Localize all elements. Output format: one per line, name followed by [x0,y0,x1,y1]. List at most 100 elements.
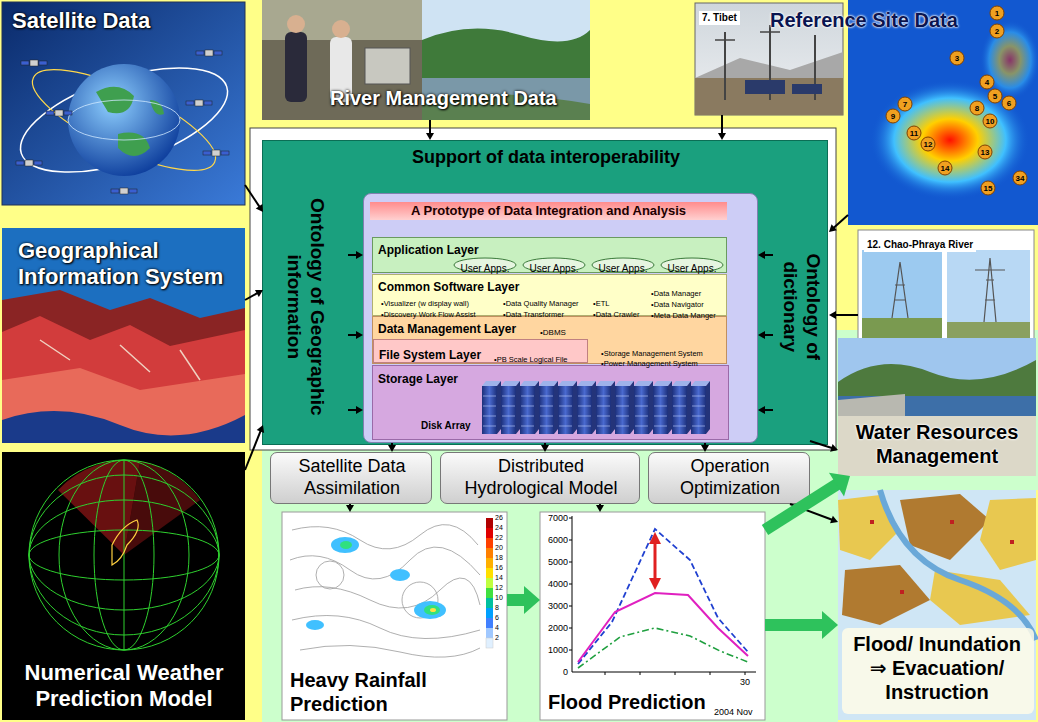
weather-model-globe [2,452,245,720]
satellite-illustration [68,64,180,176]
node-text: •Data Navigator [651,300,704,309]
chao-phraya-photos [975,258,1005,322]
satellite-illustration [21,51,228,190]
node-text: •Power Management System [601,359,698,368]
connector-arrow [388,443,396,452]
text-holder: 12 [919,139,937,150]
site-map [848,0,1038,225]
chart-panel: Flood Prediction [540,512,765,720]
weather-model-globe [94,460,154,650]
chao-phraya-photos [947,250,1030,342]
rainfall-map [290,547,480,579]
satellite-illustration [221,151,229,155]
text-holder: 6 [1000,98,1018,109]
disk-array-illustration [615,381,634,434]
text-holder: 5000 [542,556,568,568]
process-box: Satellite Data Assimilation [270,452,432,504]
map-panel: Reference Site Data [848,0,1038,225]
text-holder: 4000 [542,578,568,590]
callout-number: 7 [896,99,914,110]
node-text: Numerical Weather Prediction Model [10,660,238,713]
text-holder: 1 [988,8,1006,19]
weather-model-globe [59,460,189,650]
rainfall-map [282,512,507,720]
text-holder: 2004 Nov [714,706,762,718]
callout-number: 2 [988,26,1006,37]
river-photo [285,32,307,102]
flood-chart [710,672,711,675]
scale-value: 12 [495,583,507,593]
callout-number: 10 [981,116,999,127]
satellite-illustration [2,2,245,205]
connector-arrow [348,331,363,339]
text-holder: 16 [495,563,507,573]
flood-chart [572,516,573,672]
satellite-illustration [196,50,222,56]
rainfall-map [292,616,480,639]
node-text: •Data Manager [651,289,701,298]
weather-model-globe [124,460,125,650]
rainfall-map [486,568,493,578]
text-holder: Disk Array [421,415,481,433]
satellite-illustration [120,188,128,194]
text-holder: 30 [736,676,754,688]
satellite-illustration [205,50,213,56]
text-holder: 9 [884,111,902,122]
rainfall-map [486,518,493,648]
image-panel: River Management Data [262,0,590,120]
node-text: 12. Chao-Phraya River [864,238,976,252]
arrow-head [758,331,765,339]
disk-array-illustration [634,381,653,434]
arrow-head [596,505,604,512]
scale-value: 6 [495,613,507,623]
flood-map [980,498,1036,570]
node-text: Flood Prediction [548,690,706,714]
river-photo [332,20,350,38]
river-photo [262,0,422,40]
user-app-ellipse: User Apps. [660,257,724,273]
river-photo [287,15,305,33]
arrow-head [356,331,363,339]
connector-arrow [348,251,363,259]
ontology-column: Ontology of Geographic information [263,173,348,441]
text-holder: Numerical Weather Prediction Model [10,660,238,713]
disk-array-illustration [482,381,501,434]
axis-title: 2004 Nov [714,706,762,718]
rainfall-map [390,569,410,581]
node-text: Support of data interoperability [263,147,829,169]
weather-model-globe [29,460,219,650]
image-panel: Geographical Information System [2,228,245,443]
text-holder: 2000 [542,622,568,634]
text-holder: Data Management Layer [378,319,536,337]
weather-model-globe [2,452,245,720]
satellite-illustration [2,2,245,205]
node-text: Flood/ Inundation ⇒ Evacuation/ Instruct… [842,632,1032,704]
flood-map [842,628,1034,714]
chao-phraya-photos [892,262,908,318]
chart-panel: Heavy Rainfall Prediction [282,512,507,720]
axis-value: 5000 [542,556,568,568]
gis-terrain [2,368,245,443]
text-holder: 1000 [542,644,568,656]
disk-array-illustration [501,381,520,434]
connector-arrow [718,115,726,140]
rainfall-map [486,518,493,528]
site-map [870,80,1030,200]
rainfall-map [414,601,446,619]
flood-chart [569,584,572,585]
connector-arrow [346,504,354,512]
arrow-head [829,473,850,497]
callout-number: 1 [988,8,1006,19]
scale-value: 8 [495,603,507,613]
text-holder: 4 [495,623,507,633]
rainfall-map [316,561,344,589]
text-holder: River Management Data [330,86,585,110]
rainfall-map [486,608,493,618]
chao-phraya-photos [862,250,942,342]
satellite-illustration [68,100,180,140]
rainfall-map [424,605,440,615]
arrow-head [257,425,264,433]
node-text: A Prototype of Data Integration and Anal… [370,202,727,220]
text-holder: 15 [979,183,997,194]
node-text: Satellite Data Assimilation [276,456,428,499]
